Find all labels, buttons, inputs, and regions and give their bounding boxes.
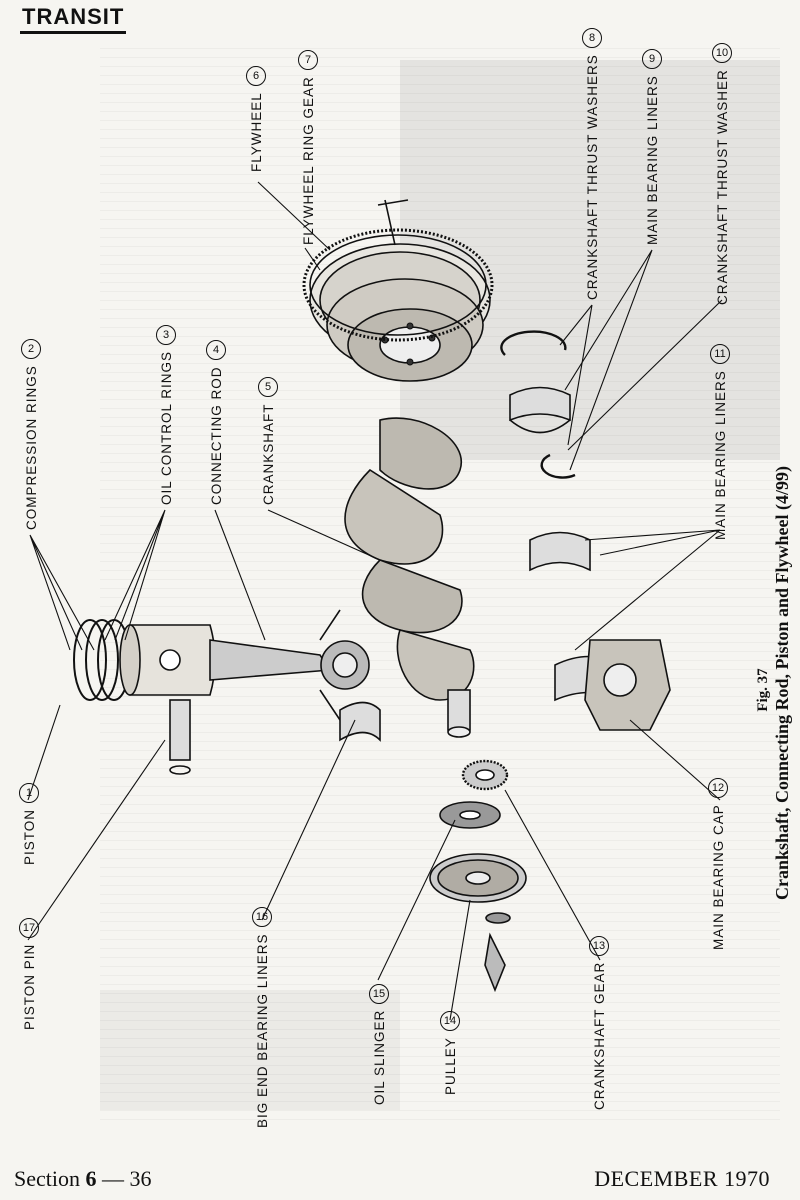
label-number: 8 (582, 28, 602, 49)
label-pulley: PULLEY 14 (440, 1011, 460, 1095)
flywheel (309, 243, 491, 382)
label-crankshaft-thrust-washer: CRANKSHAFT THRUST WASHER 10 (712, 43, 732, 305)
label-number: 5 (258, 377, 278, 398)
main-bearing-liner-upper (509, 386, 571, 434)
figure-number: Fig. 37 (755, 668, 771, 712)
label-text: MAIN BEARING CAP (710, 804, 726, 950)
label-flywheel: FLYWHEEL 6 (246, 66, 266, 172)
footer-section-number: 6 (85, 1166, 97, 1191)
background-bleed-through-text (100, 40, 780, 1120)
label-compression-rings: COMPRESSION RINGS 2 (21, 339, 41, 530)
footer-page-number: — 36 (102, 1166, 152, 1191)
pulley-washer-bolt (484, 912, 511, 993)
label-text: CONNECTING ROD (208, 366, 224, 506)
label-big-end-bearing-liners: BIG END BEARING LINERS 16 (252, 907, 272, 1128)
label-text: CRANKSHAFT THRUST WASHERS (584, 54, 600, 300)
oil-slinger (439, 801, 501, 829)
label-crankshaft-thrust-washers: CRANKSHAFT THRUST WASHERS 8 (582, 28, 602, 300)
label-text: MAIN BEARING LINERS (712, 370, 728, 540)
page-header-title: TRANSIT (20, 4, 127, 34)
label-number: 11 (710, 344, 730, 365)
footer-section: Section 6 — 36 (14, 1166, 152, 1192)
label-main-bearing-liners-upper: MAIN BEARING LINERS 9 (642, 49, 662, 245)
label-crankshaft-gear: CRANKSHAFT GEAR 13 (589, 935, 609, 1110)
label-text: CRANKSHAFT GEAR (591, 961, 607, 1110)
label-number: 1 (19, 782, 39, 803)
label-number: 10 (712, 43, 732, 64)
flywheel-dowel (377, 199, 409, 246)
label-number: 13 (589, 935, 609, 956)
piston-pin (169, 699, 191, 775)
label-text: MAIN BEARING LINERS (644, 75, 660, 245)
label-text: PISTON (21, 808, 37, 865)
label-text: OIL CONTROL RINGS (158, 350, 174, 505)
label-number: 14 (440, 1011, 460, 1032)
label-crankshaft: CRANKSHAFT 5 (258, 377, 278, 505)
label-number: 17 (19, 917, 39, 938)
label-text: COMPRESSION RINGS (23, 365, 39, 530)
label-piston-pin: PISTON PIN 17 (19, 917, 39, 1030)
label-text: CRANKSHAFT (260, 403, 276, 505)
label-text: BIG END BEARING LINERS (254, 933, 270, 1128)
label-piston: PISTON 1 (19, 782, 39, 865)
label-text: CRANKSHAFT THRUST WASHER (714, 69, 730, 305)
footer-section-label: Section (14, 1166, 80, 1191)
label-number: 3 (156, 324, 176, 345)
label-number: 6 (246, 66, 266, 87)
label-number: 7 (298, 50, 318, 71)
big-end-bearing-liners (339, 701, 381, 742)
label-main-bearing-cap: MAIN BEARING CAP 12 (708, 778, 728, 950)
label-number: 15 (369, 983, 389, 1004)
label-text: FLYWHEEL (248, 92, 264, 172)
background-bleed-through-table (100, 990, 400, 1110)
label-main-bearing-liners-lower: MAIN BEARING LINERS 11 (710, 344, 730, 540)
footer-date: DECEMBER 1970 (594, 1166, 770, 1191)
main-bearing-cap (584, 639, 671, 731)
label-text: PISTON PIN (21, 943, 37, 1030)
figure-caption: Fig. 37 Crankshaft, Connecting Rod, Pist… (755, 465, 793, 900)
label-connecting-rod: CONNECTING ROD 4 (206, 340, 226, 506)
crankshaft-gear (461, 759, 509, 791)
label-oil-control-rings: OIL CONTROL RINGS 3 (156, 324, 176, 505)
figure-title: Crankshaft, Connecting Rod, Piston and F… (772, 465, 792, 900)
label-number: 4 (206, 340, 226, 361)
label-flywheel-ring-gear: FLYWHEEL RING GEAR 7 (298, 50, 318, 245)
label-number: 2 (21, 339, 41, 360)
crankshaft (344, 417, 475, 738)
label-text: FLYWHEEL RING GEAR (300, 76, 316, 245)
label-number: 9 (642, 49, 662, 70)
pulley (429, 853, 527, 903)
flywheel-ring-gear (302, 228, 494, 342)
leader-lines (27, 181, 723, 1021)
label-text: PULLEY (442, 1037, 458, 1095)
label-text: OIL SLINGER (371, 1009, 387, 1105)
label-number: 12 (708, 778, 728, 799)
piston (119, 624, 216, 696)
label-number: 16 (252, 907, 272, 928)
connecting-rod (209, 609, 370, 721)
label-oil-slinger: OIL SLINGER 15 (369, 983, 389, 1105)
